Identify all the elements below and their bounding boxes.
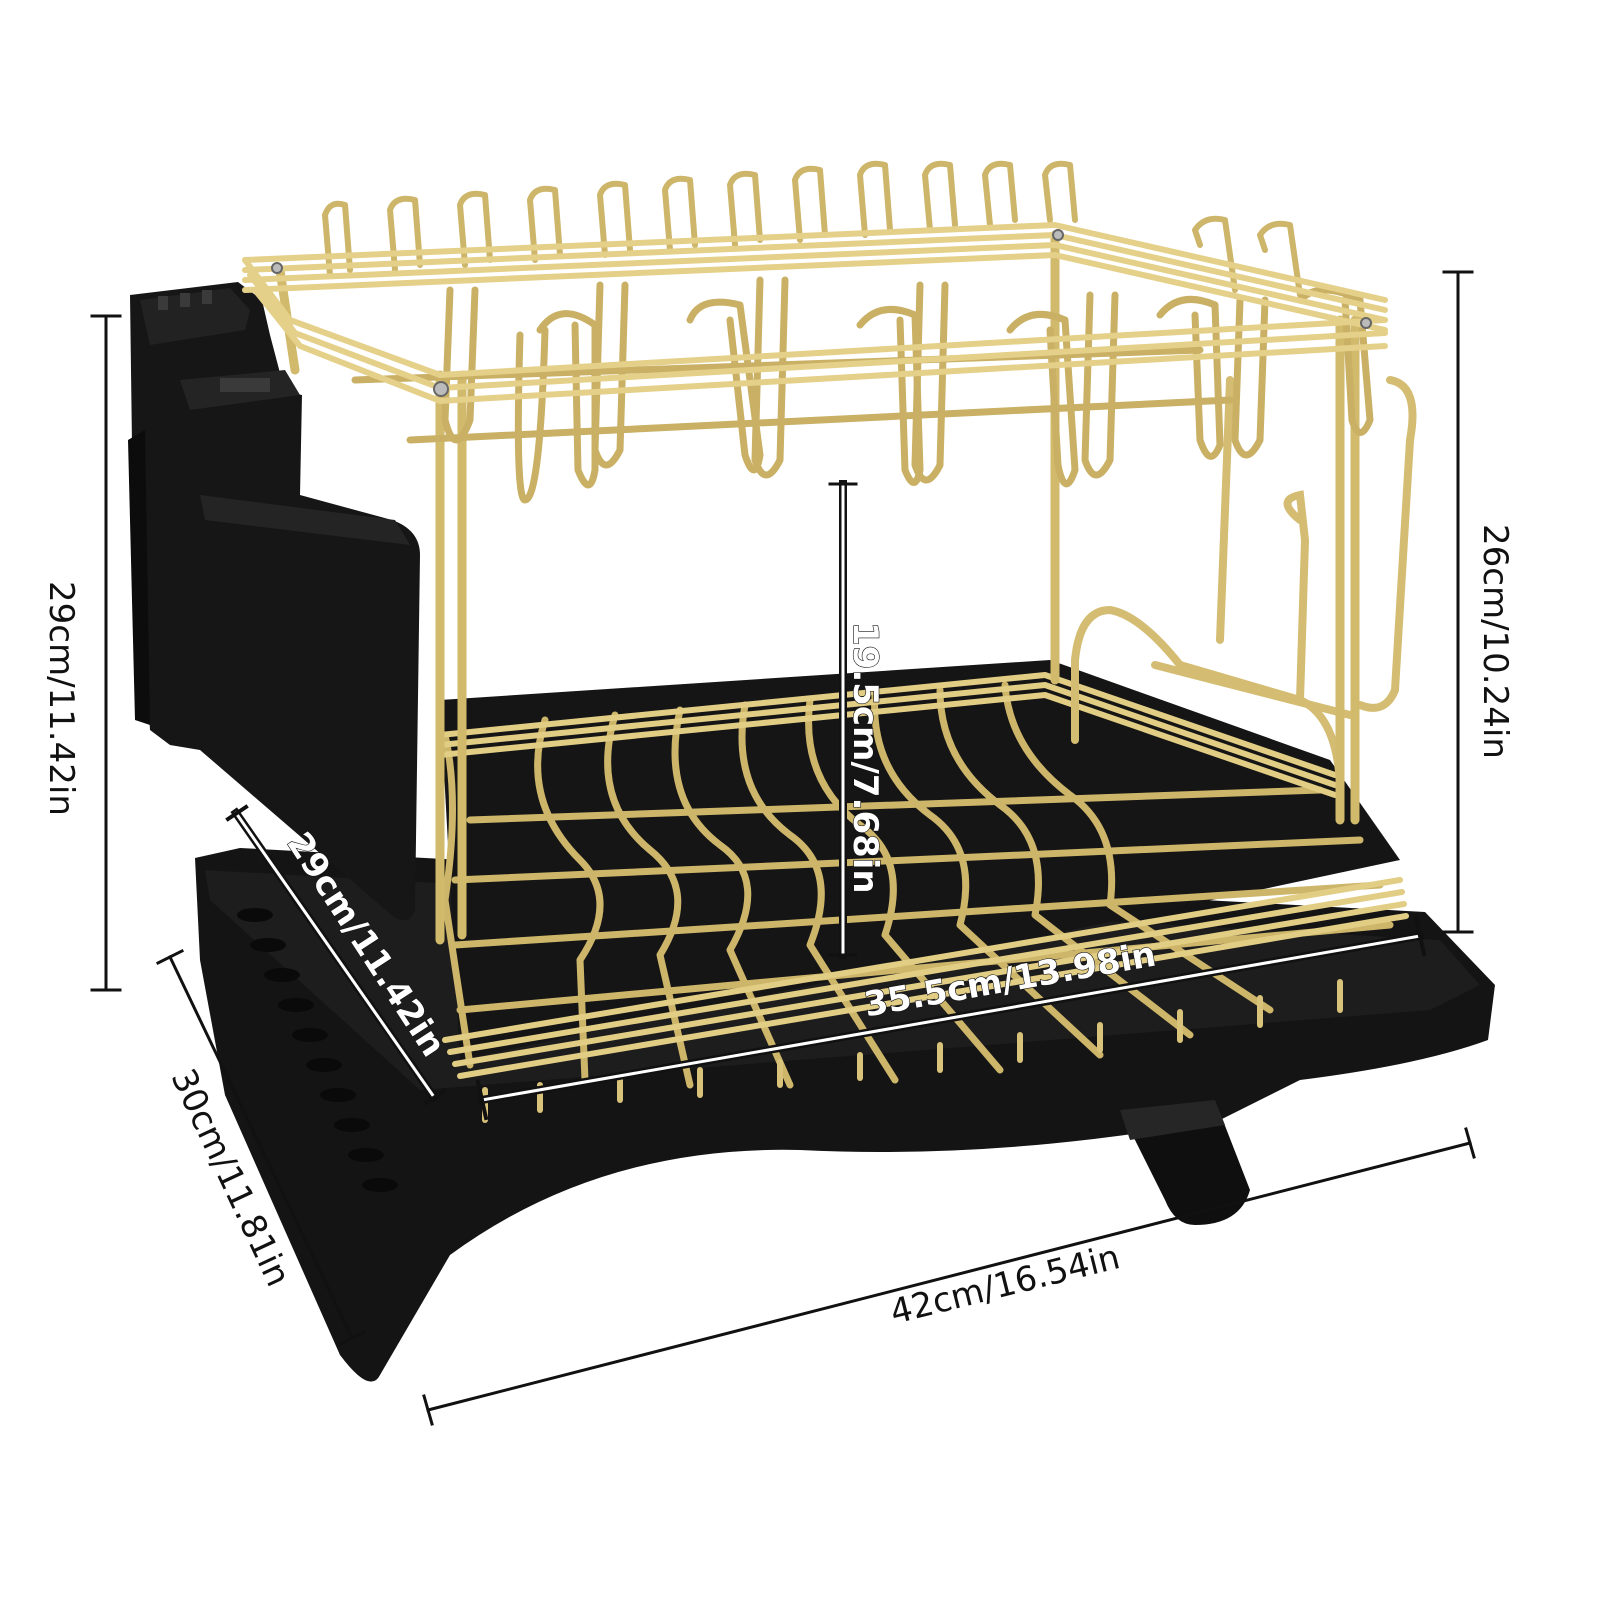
overall-height-label: 29cm/11.42in: [41, 581, 81, 816]
tier-clearance-label: 19.5cm/7.68in: [844, 621, 885, 894]
upper-rack: [242, 160, 1388, 945]
lower-basket: [437, 660, 1409, 1123]
cutting-board-holder: [1071, 376, 1417, 824]
utensil-holder: [128, 282, 420, 921]
upper-rack-height-label: 26cm/10.24in: [1475, 524, 1515, 759]
tray-drain-slots: [237, 908, 398, 1192]
dimension-lines: [90, 270, 1476, 1426]
